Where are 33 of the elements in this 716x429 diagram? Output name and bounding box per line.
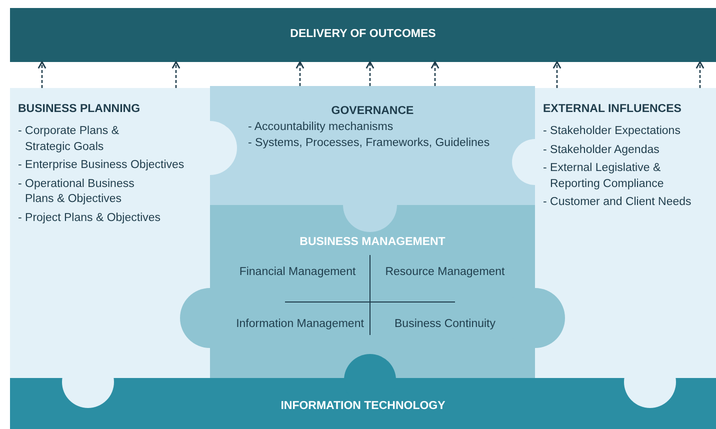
panel-heading: GOVERNANCE <box>330 104 415 119</box>
arrow <box>172 61 180 88</box>
quadrant-label: Business Continuity <box>394 317 496 332</box>
bullet-item: - Systems, Processes, Frameworks, Guidelines <box>248 136 490 151</box>
banner-bar <box>10 8 716 62</box>
arrow <box>366 61 374 86</box>
puzzle-panel <box>210 205 535 378</box>
panel-heading: DELIVERY OF OUTCOMES <box>289 27 437 42</box>
bullet-item: - Project Plans & Objectives <box>18 210 161 226</box>
arrow <box>38 61 46 88</box>
bullet-item: - Accountability mechanisms <box>248 120 394 135</box>
bullet-item: - Stakeholder Expectations <box>543 124 680 139</box>
bullet-item: - Stakeholder Agendas <box>543 142 660 158</box>
panel-heading: BUSINESS MANAGEMENT <box>298 235 446 250</box>
bullet-item: - Corporate Plans & Strategic Goals <box>18 124 120 155</box>
bullet-item: - Enterprise Business Objectives <box>18 158 184 174</box>
bullet-item: - External Legislative & Reporting Compliance <box>543 161 665 192</box>
bullet-item: - Customer and Client Needs <box>543 195 692 210</box>
arrow <box>430 61 440 86</box>
panel-heading: BUSINESS PLANNING <box>18 102 140 117</box>
banner-bar <box>10 378 716 429</box>
bullet-item: - Operational Business Plans & Objectives <box>18 176 136 208</box>
arrow <box>552 61 562 88</box>
arrow <box>296 61 304 86</box>
panel-heading: EXTERNAL INFLUENCES <box>543 102 682 117</box>
quadrant-label: Financial Management <box>238 265 357 280</box>
puzzle-panel <box>210 86 535 205</box>
quadrant-label: Information Management <box>235 317 365 332</box>
puzzle-panel <box>10 88 210 378</box>
quadrant-label: Resource Management <box>384 265 506 280</box>
puzzle-panel <box>535 88 716 378</box>
arrow <box>696 61 704 88</box>
panel-heading: INFORMATION TECHNOLOGY <box>280 399 446 414</box>
